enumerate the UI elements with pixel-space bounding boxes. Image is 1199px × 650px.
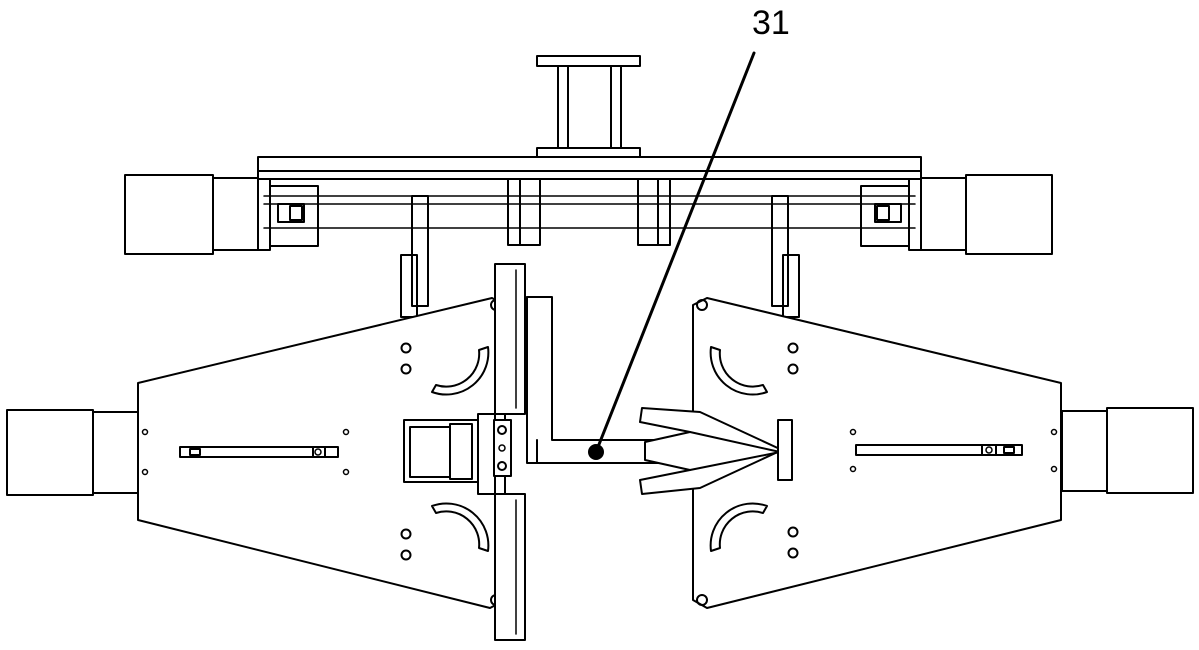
callout-31: 31 [588,4,790,460]
top-mount [536,55,641,158]
center-clamp [403,413,512,495]
top-right-motor [920,174,1053,255]
top-beam [257,156,922,251]
callout-31-point [588,444,604,460]
left-side-motor [6,409,139,496]
right-support [771,195,800,318]
left-gripper-plate [137,297,506,609]
callout-31-label: 31 [752,4,790,42]
right-gripper-plate [692,297,1062,609]
v-fork [639,407,793,495]
right-side-motor [1061,407,1194,494]
l-arm [526,296,691,464]
left-support [400,195,429,318]
center-rail [494,263,526,641]
top-left-motor [124,174,259,255]
